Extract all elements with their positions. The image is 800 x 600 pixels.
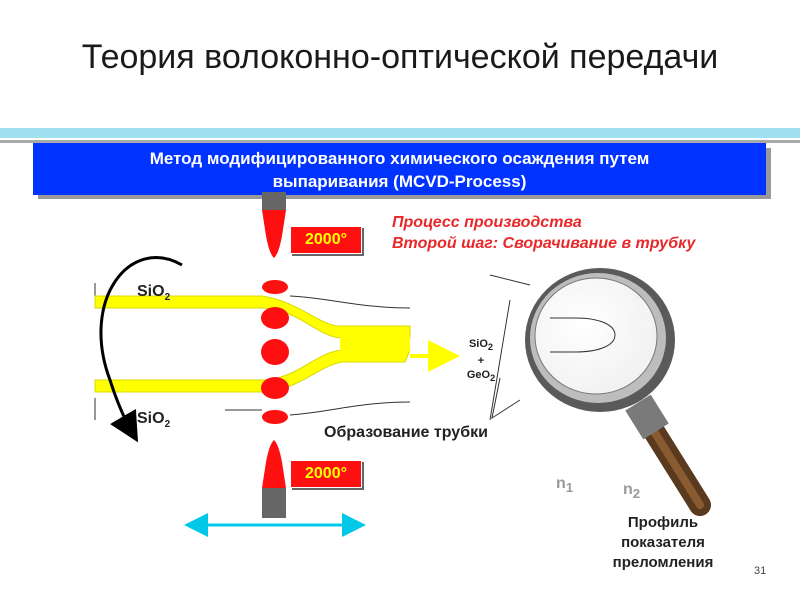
- refractive-index-profile: [550, 317, 616, 353]
- magnifier-icon: [525, 268, 711, 516]
- process-line-1: Процесс производства: [392, 214, 582, 231]
- method-banner: Метод модифицированного химического осаж…: [33, 143, 766, 195]
- magnifier-pointer-lines: [489, 274, 531, 421]
- burner-top: [262, 192, 286, 258]
- temperature-badge-bottom: 2000°: [290, 460, 362, 488]
- label-n2: n2: [623, 481, 641, 502]
- slide-title: Теория волоконно-оптической передачи: [81, 38, 719, 76]
- burner-bottom: [262, 440, 286, 518]
- flame-blobs: [261, 280, 289, 424]
- tube-collapsed-core: [340, 336, 410, 352]
- rotation-arrow: [99, 256, 183, 443]
- label-n1: n1: [556, 475, 574, 496]
- process-line-2: Второй шаг: Сворачивание в трубку: [392, 235, 696, 252]
- banner-line-1: Метод модифицированного химического осаж…: [149, 149, 650, 168]
- header-rule-cyan: [0, 128, 800, 138]
- process-caption: Процесс производства Второй шаг: Сворачи…: [392, 212, 695, 254]
- header-rule-gray: [0, 140, 800, 143]
- banner-shadow-bottom: [38, 195, 771, 199]
- banner-shadow-right: [766, 148, 771, 198]
- label-sio2-bottom: SiO2: [137, 410, 171, 431]
- tube-walls: [94, 295, 411, 393]
- tube-wall-bottom: [94, 349, 411, 393]
- label-refractive-profile: Профиль показателя преломления: [612, 514, 714, 571]
- label-tube-formation: Образование трубки: [324, 424, 488, 441]
- label-sio2-top: SiO2: [137, 283, 171, 304]
- tube-wall-top: [94, 295, 411, 339]
- page-number: 31: [754, 565, 767, 577]
- banner-line-2: выпаривания (MCVD-Process): [272, 172, 527, 191]
- label-sio2-geo2: SiO2 + GeO2: [466, 338, 496, 384]
- temperature-badge-top: 2000°: [290, 226, 362, 254]
